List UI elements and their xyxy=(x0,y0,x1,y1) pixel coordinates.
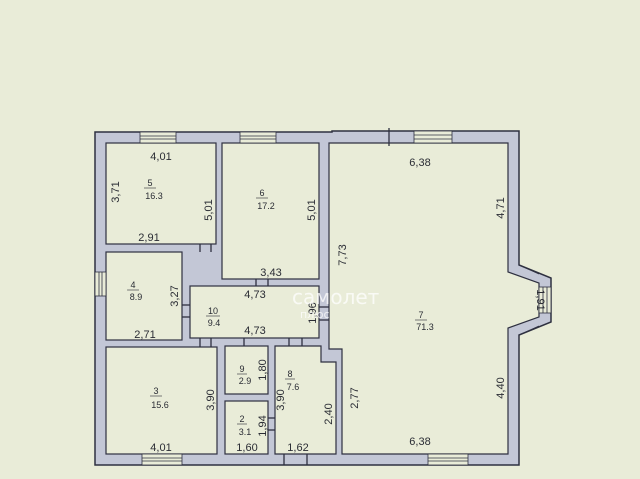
dim-room7-right-top: 4,71 xyxy=(495,197,507,218)
room-3-number: 3 xyxy=(153,386,158,396)
room-8-area: 7.6 xyxy=(287,382,300,392)
room-4-area: 8.9 xyxy=(130,292,143,302)
dim-room6-bottom: 3,43 xyxy=(260,267,281,279)
room-5 xyxy=(105,142,217,245)
window-bottom-room7 xyxy=(427,453,469,466)
window-bay-lower xyxy=(518,325,540,336)
window-bay-upper xyxy=(518,264,540,275)
dim-room7-left-lower: 2,77 xyxy=(349,387,361,408)
room-labels: 5 16.3 6 17.2 7 71.3 4 8.9 10 9.4 3 15.6… xyxy=(127,178,434,437)
window-top-room5 xyxy=(139,131,177,144)
room-2-number: 2 xyxy=(239,414,244,424)
dim-hall-bottom: 4,73 xyxy=(244,325,265,337)
room-2 xyxy=(224,400,269,455)
room-9-number: 9 xyxy=(239,364,244,374)
door-room6 xyxy=(255,279,269,286)
room-8-number: 8 xyxy=(287,369,292,379)
dim-room8-right: 2,40 xyxy=(323,403,335,424)
room-3 xyxy=(105,346,218,455)
room-5-area: 16.3 xyxy=(145,191,163,201)
dim-room7-right-lower: 4,40 xyxy=(495,377,507,398)
dim-room4-bottom: 2,71 xyxy=(134,329,155,341)
room-7-area: 71.3 xyxy=(416,322,434,332)
dim-room4-right: 3,27 xyxy=(169,285,181,306)
dim-room7-left: 7,73 xyxy=(337,244,349,265)
dim-room5-bottom: 2,91 xyxy=(138,232,159,244)
room-3-area: 15.6 xyxy=(151,400,169,410)
dim-room5-left: 3,71 xyxy=(110,181,122,202)
window-top-room7 xyxy=(413,130,453,144)
watermark-text: самолет xyxy=(292,285,380,309)
dim-room6-right: 5,01 xyxy=(306,199,318,220)
room-9 xyxy=(224,345,269,395)
room-5-number: 5 xyxy=(147,178,152,188)
window-left-room4 xyxy=(94,271,107,297)
window-top-room6 xyxy=(239,131,277,144)
dim-room2-right: 1,94 xyxy=(257,415,269,436)
dim-room8-bottom: 1,62 xyxy=(287,442,308,454)
room-4 xyxy=(105,251,183,341)
door-room7 xyxy=(319,306,329,321)
dim-room7-bay: 1,91 xyxy=(534,289,546,310)
doors xyxy=(182,128,390,465)
door-room2 xyxy=(268,417,275,431)
dim-room5-top: 4,01 xyxy=(150,151,171,163)
watermark: самолет плюс xyxy=(292,285,380,321)
dim-room7-bottom: 6,38 xyxy=(409,436,430,448)
windows xyxy=(94,130,552,466)
dim-room2-bottom: 1,60 xyxy=(236,442,257,454)
room-10-area: 9.4 xyxy=(208,318,221,328)
dim-room3-right: 3,90 xyxy=(205,389,217,410)
window-bay-room7 xyxy=(538,286,552,314)
door-room5 xyxy=(199,244,212,252)
door-room8 xyxy=(288,338,303,346)
room-8 xyxy=(274,345,337,455)
dim-room7-top: 6,38 xyxy=(409,157,430,169)
dim-room8-left: 3,90 xyxy=(275,389,287,410)
watermark-subtext: плюс xyxy=(300,308,330,321)
dim-room3-bottom: 4,01 xyxy=(150,442,171,454)
room-2-area: 3.1 xyxy=(239,427,252,437)
room-7 xyxy=(328,142,540,455)
room-9-area: 2.9 xyxy=(239,376,252,386)
window-bottom-room3 xyxy=(141,453,183,466)
room-6-number: 6 xyxy=(259,188,264,198)
door-entrance xyxy=(283,454,308,465)
room-4-number: 4 xyxy=(130,280,135,290)
room-10-number: 10 xyxy=(208,306,218,316)
room-6 xyxy=(221,142,320,280)
door-room4 xyxy=(182,304,190,318)
dim-room5-right: 5,01 xyxy=(203,199,215,220)
door-room3 xyxy=(199,338,212,347)
room-6-area: 17.2 xyxy=(257,201,275,211)
dimension-labels: 4,01 2,91 3,43 6,38 6,38 2,71 4,73 4,73 … xyxy=(110,151,546,454)
dim-room9-right: 1,80 xyxy=(257,359,269,380)
room-10 xyxy=(189,285,320,339)
dim-hall-right: 1,96 xyxy=(307,302,319,323)
room-7-number: 7 xyxy=(418,310,423,320)
dim-hall-top: 4,73 xyxy=(244,289,265,301)
